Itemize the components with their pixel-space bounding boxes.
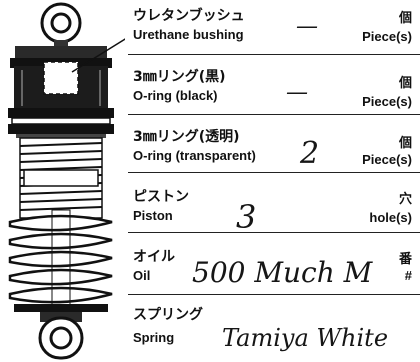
row-piston: ピストン Piston 穴 hole(s) 3 [128,176,420,238]
handwritten-value: — [286,80,308,105]
unit-jp: 個 [398,76,412,91]
row-divider [128,114,420,115]
label-jp: スプリング [133,307,203,323]
label-en: O-ring (transparent) [133,148,256,163]
handwritten-value: — [296,14,318,39]
unit-en: # [404,268,412,283]
handwritten-value: 2 [300,136,320,171]
shock-body [8,108,114,219]
row-urethane-bushing: ウレタンブッシュ Urethane bushing 個 Piece(s) — [128,0,420,60]
spring-coils [8,214,113,304]
top-eyelet [40,2,82,44]
unit-en: Piece(s) [362,94,412,109]
label-jp: ウレタンブッシュ [133,8,245,24]
label-en: Oil [133,268,151,283]
spec-form: ウレタンブッシュ Urethane bushing 個 Piece(s) — 3… [128,0,420,362]
unit-jp: 個 [398,11,412,26]
unit-jp: 穴 [398,192,412,207]
row-oil: オイル Oil 番 # 500 Much M [128,238,420,298]
label-jp: 3㎜リング(透明) [133,129,240,145]
label-en: Spring [133,330,175,345]
row-divider [128,232,420,233]
row-o-ring-transparent: 3㎜リング(透明) O-ring (transparent) 個 Piece(s… [128,118,420,176]
unit-en: Piece(s) [362,29,412,44]
label-en: Piston [133,208,173,223]
leader-line [71,38,125,73]
label-jp: オイル [133,249,175,265]
unit-jp: 個 [398,136,412,151]
handwritten-value: 3 [236,198,257,236]
row-spring: スプリング Spring Tamiya White [128,298,420,362]
label-en: O-ring (black) [133,88,218,103]
top-cap [10,46,112,110]
handwritten-value: Tamiya White [222,324,389,352]
shock-absorber-illustration [8,2,125,360]
label-jp: ピストン [133,189,189,205]
row-divider [128,294,420,295]
handwritten-value: 500 Much M [192,256,373,289]
unit-jp: 番 [398,252,412,267]
bottom-eyelet [38,316,84,360]
unit-en: Piece(s) [362,152,412,167]
label-en: Urethane bushing [133,27,244,42]
row-divider [128,54,420,55]
unit-en: hole(s) [369,210,412,225]
row-o-ring-black: 3㎜リング(黒) O-ring (black) 個 Piece(s) — [128,60,420,118]
row-divider [128,172,420,173]
label-jp: 3㎜リング(黒) [133,69,226,85]
